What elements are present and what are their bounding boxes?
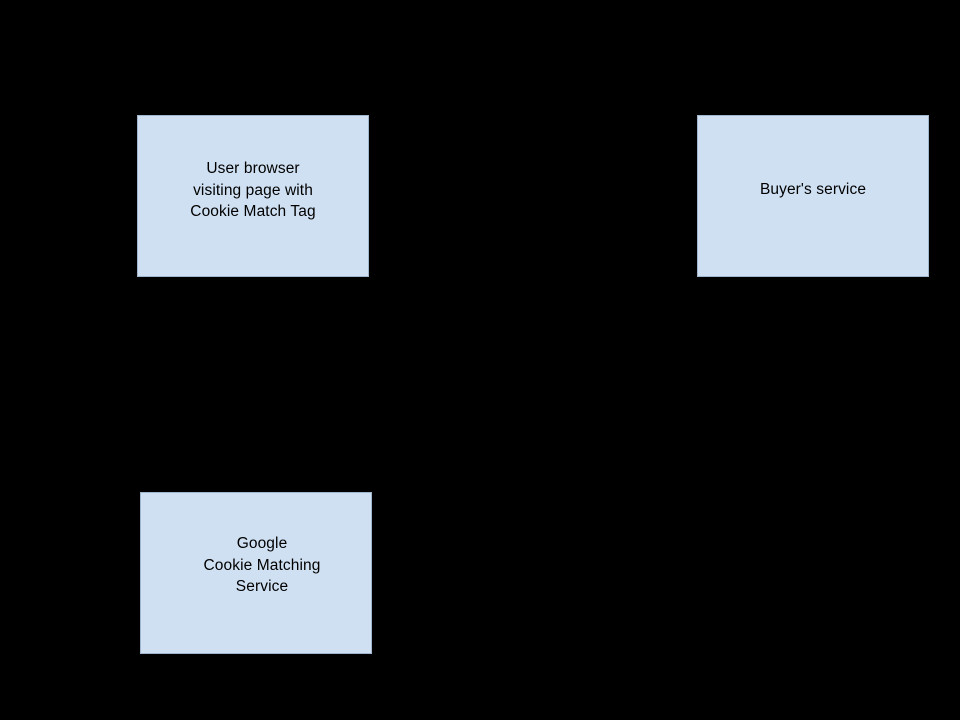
node-buyers-service[interactable]: Buyer's service bbox=[697, 115, 929, 277]
node-buyers-service-label: Buyer's service bbox=[759, 181, 867, 198]
node-user-browser-label: User browser visiting page with Cookie M… bbox=[190, 160, 316, 220]
node-user-browser[interactable]: User browser visiting page with Cookie M… bbox=[137, 115, 369, 277]
node-google-cookie-matching-service-label: Google Cookie Matching Service bbox=[203, 535, 321, 595]
node-google-cookie-matching-service[interactable]: Google Cookie Matching Service bbox=[140, 492, 372, 654]
